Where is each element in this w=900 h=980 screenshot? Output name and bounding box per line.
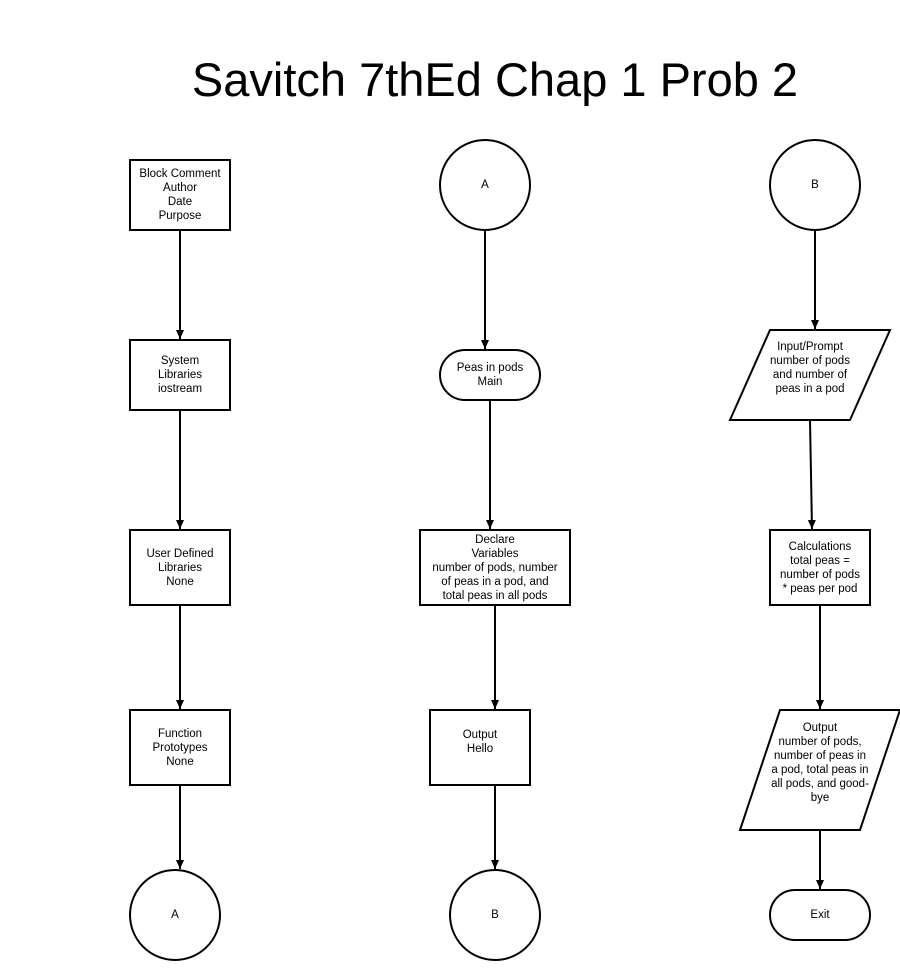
connector-b-out-label: B — [491, 909, 499, 921]
system-libraries-box — [129, 339, 231, 411]
block-comment-box — [129, 159, 231, 231]
block-comment-label: Block Comment Author Date Purpose — [139, 168, 221, 222]
declare-variables-label: Declare Variables number of pods, number… — [432, 534, 558, 602]
input-prompt-parallelogram — [728, 329, 892, 421]
calculations-label: Calculations total peas = number of pods… — [780, 541, 860, 595]
output-results-label: Output number of pods, number of peas in… — [771, 722, 869, 804]
user-libraries-box — [129, 529, 231, 606]
exit-label: Exit — [810, 909, 830, 921]
function-prototypes-label: Function Prototypes None — [152, 728, 208, 768]
system-libraries-label: System Libraries iostream — [157, 355, 203, 395]
input-prompt-label: Input/Prompt number of pods and number o… — [770, 341, 850, 395]
connector-b-out-circle — [449, 869, 541, 961]
peas-main-label: Peas in pods Main — [456, 362, 524, 388]
exit-terminal — [769, 889, 871, 941]
connector-a-in-label: A — [481, 179, 489, 191]
output-hello-box — [429, 709, 531, 786]
connector-b-in-label: B — [811, 179, 819, 191]
diagram-title: Savitch 7thEd Chap 1 Prob 2 — [191, 53, 799, 106]
output-results-parallelogram — [738, 709, 900, 831]
arrow-input-to-calc — [807, 419, 816, 530]
user-libraries-label: User Defined Libraries None — [146, 548, 214, 588]
output-hello-label: Output Hello — [462, 729, 498, 755]
connector-a-out-circle — [129, 869, 221, 961]
calculations-box — [769, 529, 871, 606]
connector-a-out-label: A — [171, 909, 179, 921]
